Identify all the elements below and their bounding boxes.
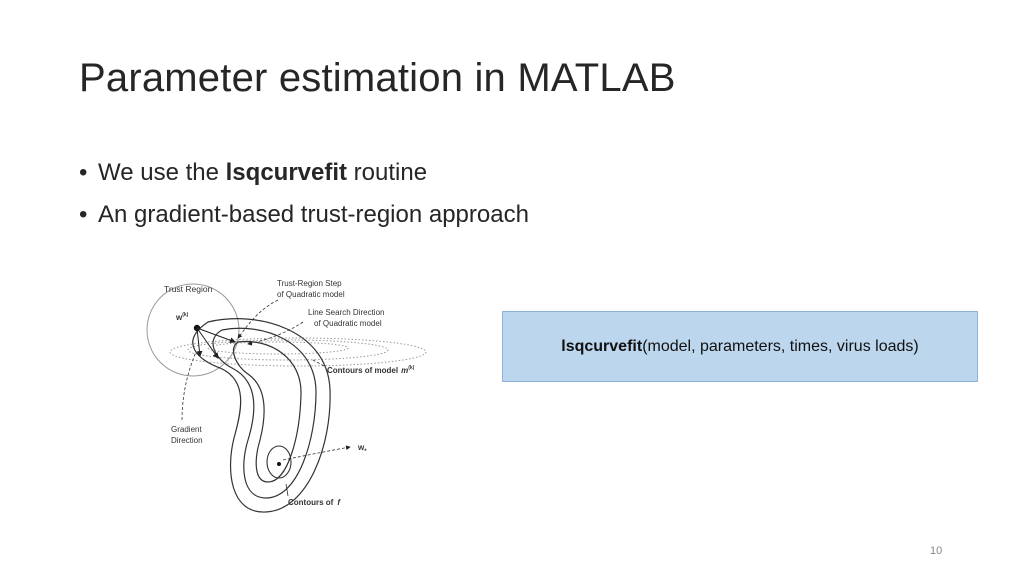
f-contour-inner (233, 340, 302, 483)
contours-model-text: Contours of model (327, 366, 398, 375)
wk-label: w(k) (175, 312, 189, 322)
wk-label-base: w (175, 313, 183, 322)
bullet-item: • We use the lsqcurvefit routine (79, 152, 529, 194)
line-search-label-line1: Line Search Direction (308, 308, 384, 317)
trust-region-diagram: Trust Region w(k) Trust-Region Step of Q… (138, 270, 438, 520)
model-contour (169, 337, 427, 367)
contours-model-m: m (401, 366, 408, 375)
bullet-list: • We use the lsqcurvefit routine • An grad… (79, 152, 529, 236)
trust-region-circle (146, 283, 240, 377)
callout-arguments: (model, parameters, times, virus loads) (642, 337, 919, 355)
f-contour-outer (192, 318, 331, 513)
bullet-text-suffix: routine (347, 159, 428, 186)
bullet-marker: • (79, 201, 88, 228)
wk-label-sup: (k) (182, 312, 188, 318)
gradient-leader (181, 351, 197, 421)
optimum-point (277, 462, 281, 466)
w-star-leader (282, 445, 351, 461)
bullet-text: An gradient-based trust-region approach (98, 201, 529, 228)
lsqcurvefit-callout-box: lsqcurvefit(model, parameters, times, vi… (502, 311, 978, 382)
bullet-marker: • (79, 159, 88, 186)
w-star-sub: * (364, 449, 367, 455)
contours-model-leader (312, 359, 325, 367)
contours-f-leader (285, 483, 289, 497)
contours-f-text: Contours of (288, 498, 334, 507)
w-star-base: w (357, 443, 365, 452)
w-star-label: w* (357, 443, 367, 455)
model-contour (207, 341, 349, 355)
page-number: 10 (930, 545, 943, 557)
callout-function-name: lsqcurvefit (561, 337, 643, 355)
trust-step-arrow (196, 327, 236, 344)
bullet-text-bold: lsqcurvefit (225, 159, 348, 186)
gradient-direction-arrow (196, 327, 203, 357)
gradient-label-line2: Direction (171, 436, 203, 445)
model-contour (187, 339, 389, 361)
contours-f-sym: f (337, 498, 341, 507)
slide-title: Parameter estimation in MATLAB (79, 56, 676, 100)
f-contour-min (266, 445, 292, 479)
gradient-label-line1: Gradient (171, 425, 202, 434)
bullet-text-prefix: We use the (98, 159, 226, 186)
trust-region-label: Trust Region (164, 284, 213, 294)
trust-step-leader (237, 299, 279, 339)
callout-text: lsqcurvefit(model, parameters, times, vi… (561, 338, 918, 356)
trust-region-diagram-svg: Trust Region w(k) Trust-Region Step of Q… (146, 279, 427, 513)
line-search-label-line2: of Quadratic model (314, 319, 382, 328)
contours-model-sup: (k) (408, 365, 414, 371)
trust-step-label-line2: of Quadratic model (277, 290, 345, 299)
trust-step-label-line1: Trust-Region Step (277, 279, 342, 288)
line-search-arrow (196, 327, 219, 359)
bullet-item: • An gradient-based trust-region approach (79, 194, 529, 236)
f-contour-middle (212, 327, 317, 499)
